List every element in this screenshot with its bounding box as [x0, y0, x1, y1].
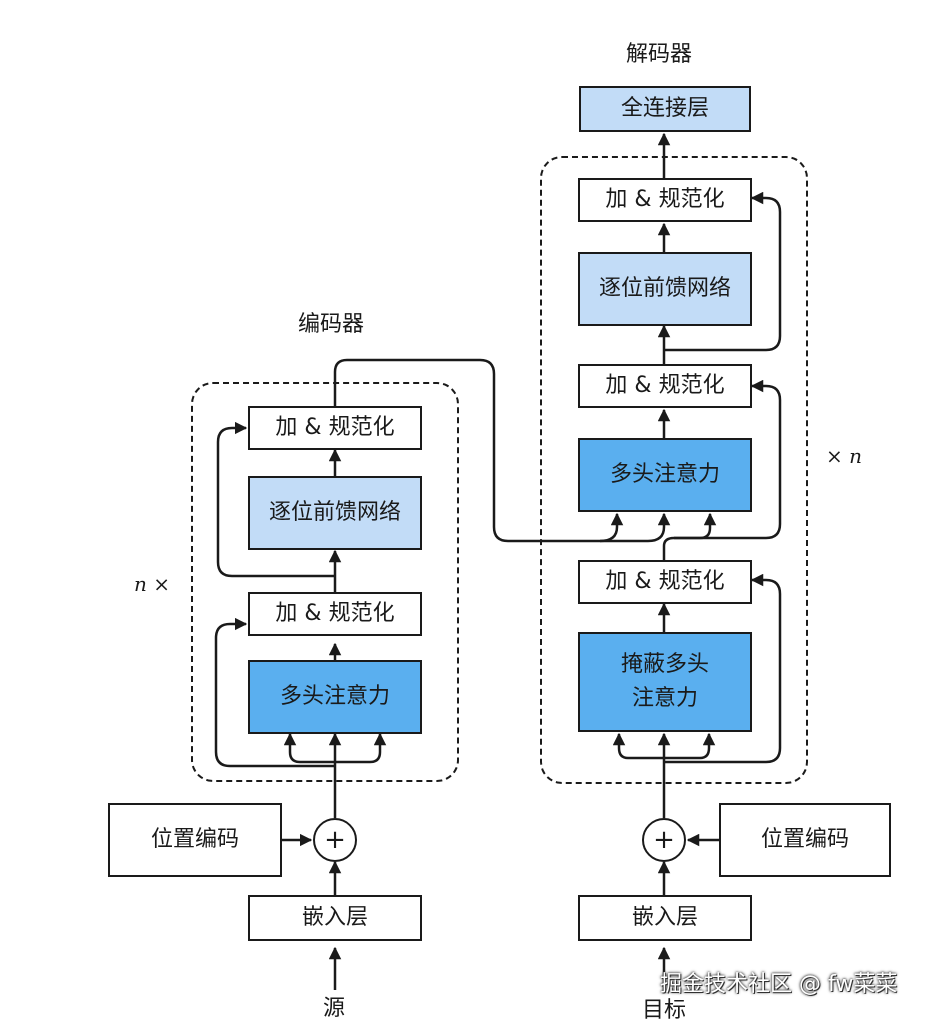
dec-residual-1 [664, 573, 782, 764]
encoder-pos-encoding: 位置编码 [108, 803, 282, 877]
encoder-ffn: 逐位前馈网络 [248, 476, 422, 550]
encoder-embedding: 嵌入层 [248, 895, 422, 941]
encoder-plus-icon: + [313, 818, 357, 862]
encoder-frame [191, 382, 459, 782]
decoder-ffn-label: 逐位前馈网络 [598, 276, 731, 301]
decoder-plus-icon: + [642, 818, 686, 862]
decoder-add-norm-bottom: 加 & 规范化 [578, 560, 752, 604]
enc-attn-branch-left [283, 732, 335, 764]
watermark: 掘金技术社区 @ fw菜菜 [660, 972, 898, 997]
enc-to-dec-branch-1 [333, 358, 624, 543]
dec-residual-2 [674, 379, 782, 540]
dec-residual-3 [664, 191, 782, 352]
encoder-input-label: 源 [323, 996, 346, 1021]
encoder-add-norm-top-label: 加 & 规范化 [275, 415, 395, 440]
decoder-add-norm-mid: 加 & 规范化 [578, 364, 752, 408]
encoder-add-norm-top: 加 & 规范化 [248, 406, 422, 450]
encoder-embedding-label: 嵌入层 [301, 905, 368, 930]
encoder-plus-sign: + [324, 825, 346, 855]
decoder-masked-attention: 掩蔽多头 注意力 [578, 632, 752, 732]
decoder-plus-sign: + [653, 825, 675, 855]
decoder-pos-encoding-label: 位置编码 [760, 827, 849, 852]
decoder-attention: 多头注意力 [578, 438, 752, 512]
decoder-add-norm-mid-label: 加 & 规范化 [605, 373, 725, 398]
encoder-add-norm-bottom: 加 & 规范化 [248, 592, 422, 636]
decoder-repeat-label: × n [826, 444, 862, 468]
encoder-attention-label: 多头注意力 [279, 684, 390, 709]
dec-masked-branch-right [664, 732, 716, 760]
enc-attn-branch-right [335, 732, 387, 764]
encoder-ffn-label: 逐位前馈网络 [268, 500, 401, 525]
decoder-add-norm-bottom-label: 加 & 规范化 [605, 569, 725, 594]
dec-masked-branch-left [612, 732, 664, 760]
decoder-masked-attention-line1: 掩蔽多头 [620, 652, 709, 677]
decoder-attention-label: 多头注意力 [609, 462, 720, 487]
decoder-embedding-label: 嵌入层 [631, 905, 698, 930]
enc-to-dec-branch-2 [600, 512, 671, 543]
enc-residual-2 [216, 421, 335, 578]
encoder-add-norm-bottom-label: 加 & 规范化 [275, 601, 395, 626]
decoder-pos-encoding: 位置编码 [719, 803, 891, 877]
decoder-embedding: 嵌入层 [578, 895, 752, 941]
decoder-dense: 全连接层 [579, 86, 751, 132]
decoder-masked-attention-line2: 注意力 [631, 686, 698, 711]
decoder-frame [540, 156, 808, 784]
decoder-input-label: 目标 [642, 998, 687, 1023]
encoder-attention: 多头注意力 [248, 660, 422, 734]
encoder-title: 编码器 [298, 312, 365, 337]
decoder-ffn: 逐位前馈网络 [578, 252, 752, 326]
decoder-title: 解码器 [626, 42, 693, 67]
decoder-add-norm-top: 加 & 规范化 [578, 178, 752, 222]
encoder-repeat-label: n × [134, 572, 170, 596]
enc-residual-1 [214, 617, 335, 768]
decoder-add-norm-top-label: 加 & 规范化 [605, 187, 725, 212]
decoder-dense-label: 全连接层 [620, 96, 709, 121]
encoder-pos-encoding-label: 位置编码 [150, 827, 239, 852]
